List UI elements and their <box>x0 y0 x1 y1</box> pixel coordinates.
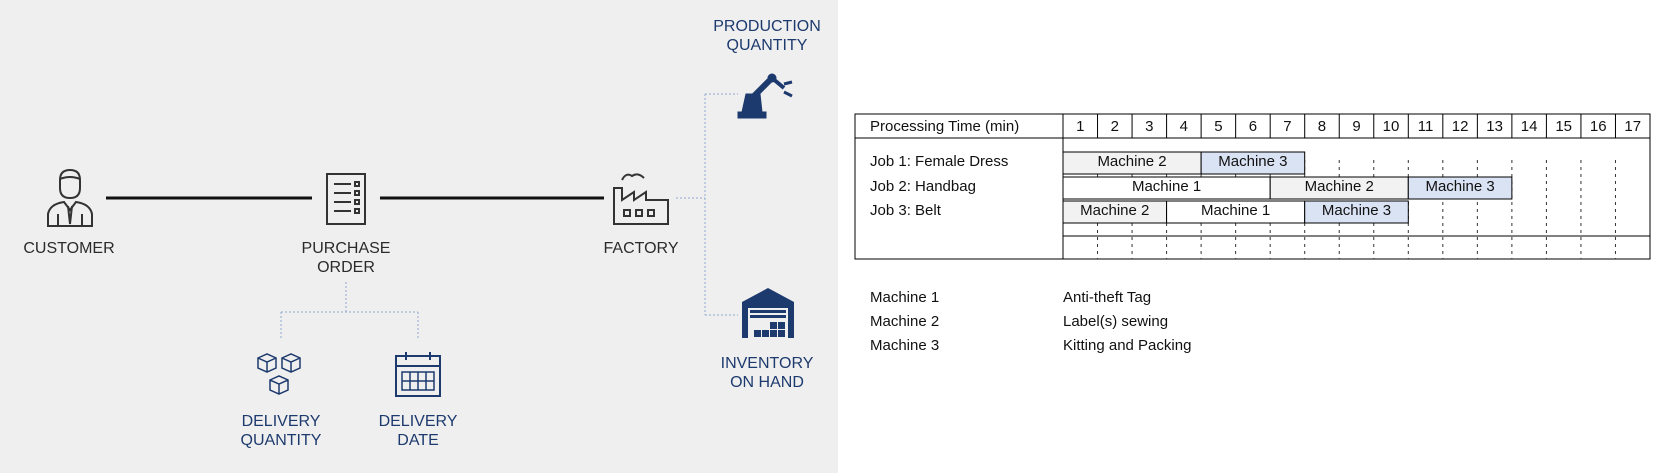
job-label: Job 2: Handbag <box>870 178 976 195</box>
time-unit-label: 2 <box>1110 118 1119 135</box>
calendar-icon <box>395 352 441 397</box>
time-unit-label: 10 <box>1382 118 1400 135</box>
legend-machine: Machine 2 <box>870 313 940 330</box>
customer-label: CUSTOMER <box>23 240 115 257</box>
machine-block-label: Machine 3 <box>1321 202 1392 219</box>
factory-label: FACTORY <box>603 240 679 257</box>
time-unit-label: 14 <box>1520 118 1538 135</box>
machine-block-label: Machine 3 <box>1218 153 1288 170</box>
time-unit-label: 8 <box>1317 118 1327 135</box>
legend-task: Anti-theft Tag <box>1063 289 1152 306</box>
warehouse-icon <box>742 288 794 338</box>
factory-icon <box>613 173 669 225</box>
machine-block-label: Machine 1 <box>1201 202 1271 219</box>
time-unit-label: 17 <box>1624 118 1642 135</box>
legend-machine: Machine 1 <box>870 289 940 306</box>
time-unit-label: 1 <box>1076 118 1085 135</box>
customer-icon <box>47 168 93 227</box>
time-unit-label: 15 <box>1555 118 1573 135</box>
machine-block <box>1304 200 1409 224</box>
robot-arm-icon <box>737 73 793 119</box>
boxes-icon <box>257 353 301 395</box>
time-unit-label: 3 <box>1145 118 1154 135</box>
machine-block <box>1200 151 1306 175</box>
legend-machine: Machine 3 <box>870 337 940 354</box>
machine-block-label: Machine 2 <box>1080 202 1150 219</box>
machine-block-label: Machine 2 <box>1304 178 1374 195</box>
machine-block <box>1407 176 1513 200</box>
time-unit-label: 11 <box>1417 118 1434 135</box>
job-label: Job 3: Belt <box>870 202 941 219</box>
machine-block-label: Machine 2 <box>1097 153 1167 170</box>
machine-block-label: Machine 3 <box>1425 178 1495 195</box>
machine-block-label: Machine 1 <box>1131 178 1202 195</box>
time-unit-label: 13 <box>1486 118 1503 135</box>
gantt-header-label: Processing Time (min) <box>870 118 1020 135</box>
job-label: Job 1: Female Dress <box>870 153 1009 170</box>
time-unit-label: 7 <box>1283 118 1292 135</box>
time-unit-label: 6 <box>1248 118 1258 135</box>
gantt-frame <box>854 113 1651 260</box>
time-unit-label: 9 <box>1352 118 1361 135</box>
connector-lines <box>106 93 738 340</box>
gantt-grid <box>854 113 1651 260</box>
time-unit-label: 5 <box>1214 118 1223 135</box>
time-unit-label: 16 <box>1589 118 1607 135</box>
time-unit-label: 12 <box>1451 118 1469 135</box>
legend-task: Label(s) sewing <box>1063 313 1169 330</box>
legend-task: Kitting and Packing <box>1063 337 1192 354</box>
purchase-order-icon <box>326 173 366 225</box>
time-unit-label: 4 <box>1179 118 1189 135</box>
